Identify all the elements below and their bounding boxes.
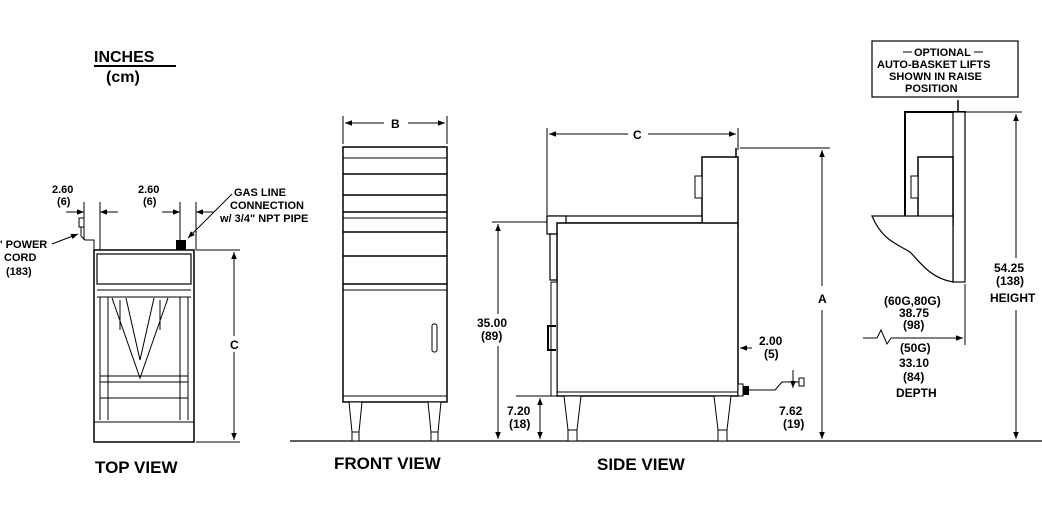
lift-depth-50-cm: (84) — [903, 370, 924, 384]
side-leg-in: 7.20 — [507, 404, 531, 418]
side-gas-height-in: 7.62 — [779, 404, 803, 418]
side-gas-height-cm: (19) — [783, 417, 804, 431]
lift-depth-50-in: 33.10 — [899, 356, 929, 370]
power-cord-cm: (183) — [6, 266, 32, 278]
side-depth-label: C — [633, 128, 642, 142]
top-view-title: TOP VIEW — [95, 458, 178, 477]
front-width-label: B — [391, 117, 400, 131]
lift-height-word: HEIGHT — [990, 291, 1036, 305]
optional-line-3: SHOWN IN RAISE — [889, 71, 982, 83]
side-offset-in: 2.00 — [759, 334, 783, 348]
units-primary: INCHES — [94, 49, 155, 66]
units-secondary: (cm) — [106, 69, 140, 86]
lift-depth-60-80-label: (60G,80G) — [884, 294, 941, 308]
lift-depth-word: DEPTH — [896, 386, 937, 400]
side-height-in: 35.00 — [477, 316, 507, 330]
top-dim-right-cm: (6) — [143, 196, 157, 208]
lift-depth-60-80-cm: (98) — [903, 318, 924, 332]
top-depth-label: C — [230, 338, 239, 352]
optional-note-box — [871, 40, 1019, 98]
top-dim-left-cm: (6) — [57, 196, 71, 208]
side-overall-label: A — [818, 292, 827, 306]
top-dim-left: 2.60 — [52, 184, 73, 196]
front-view: B FRONT VIEW — [334, 116, 448, 473]
optional-line-2: AUTO-BASKET LIFTS — [877, 59, 990, 71]
side-view-title: SIDE VIEW — [597, 455, 686, 474]
power-plug — [78, 217, 85, 228]
gas-connection-label: CONNECTION — [230, 200, 304, 212]
side-leg-cm: (18) — [509, 417, 530, 431]
gas-fitting — [176, 240, 186, 250]
power-cord-label: ' POWER — [0, 239, 47, 251]
side-view: C 35.00 (89) 7.20 (18 — [477, 128, 830, 474]
units-heading: INCHES (cm) — [94, 49, 176, 86]
lift-height-cm: (138) — [996, 274, 1024, 288]
top-view: 2.60 (6) 2.60 (6) ' POWER CORD (183) GAS… — [0, 184, 308, 477]
power-cord-label-2: CORD — [4, 252, 36, 264]
side-height-cm: (89) — [481, 329, 502, 343]
front-door-handle — [431, 323, 438, 353]
side-gas-fitting — [743, 386, 749, 395]
optional-line-4: POSITION — [905, 83, 958, 95]
gas-line-label: GAS LINE — [234, 187, 286, 199]
basket-lift-view: OPTIONAL AUTO-BASKET LIFTS SHOWN IN RAIS… — [863, 40, 1036, 439]
lift-height-in: 54.25 — [994, 261, 1024, 275]
top-dim-right: 2.60 — [138, 184, 159, 196]
lift-depth-60-80-in: 38.75 — [899, 306, 929, 320]
optional-line-1: OPTIONAL — [914, 47, 971, 59]
side-offset-cm: (5) — [764, 347, 779, 361]
lift-depth-50-label: (50G) — [900, 341, 931, 355]
front-view-title: FRONT VIEW — [334, 454, 442, 473]
gas-pipe-label: w/ 3/4" NPT PIPE — [219, 213, 308, 225]
